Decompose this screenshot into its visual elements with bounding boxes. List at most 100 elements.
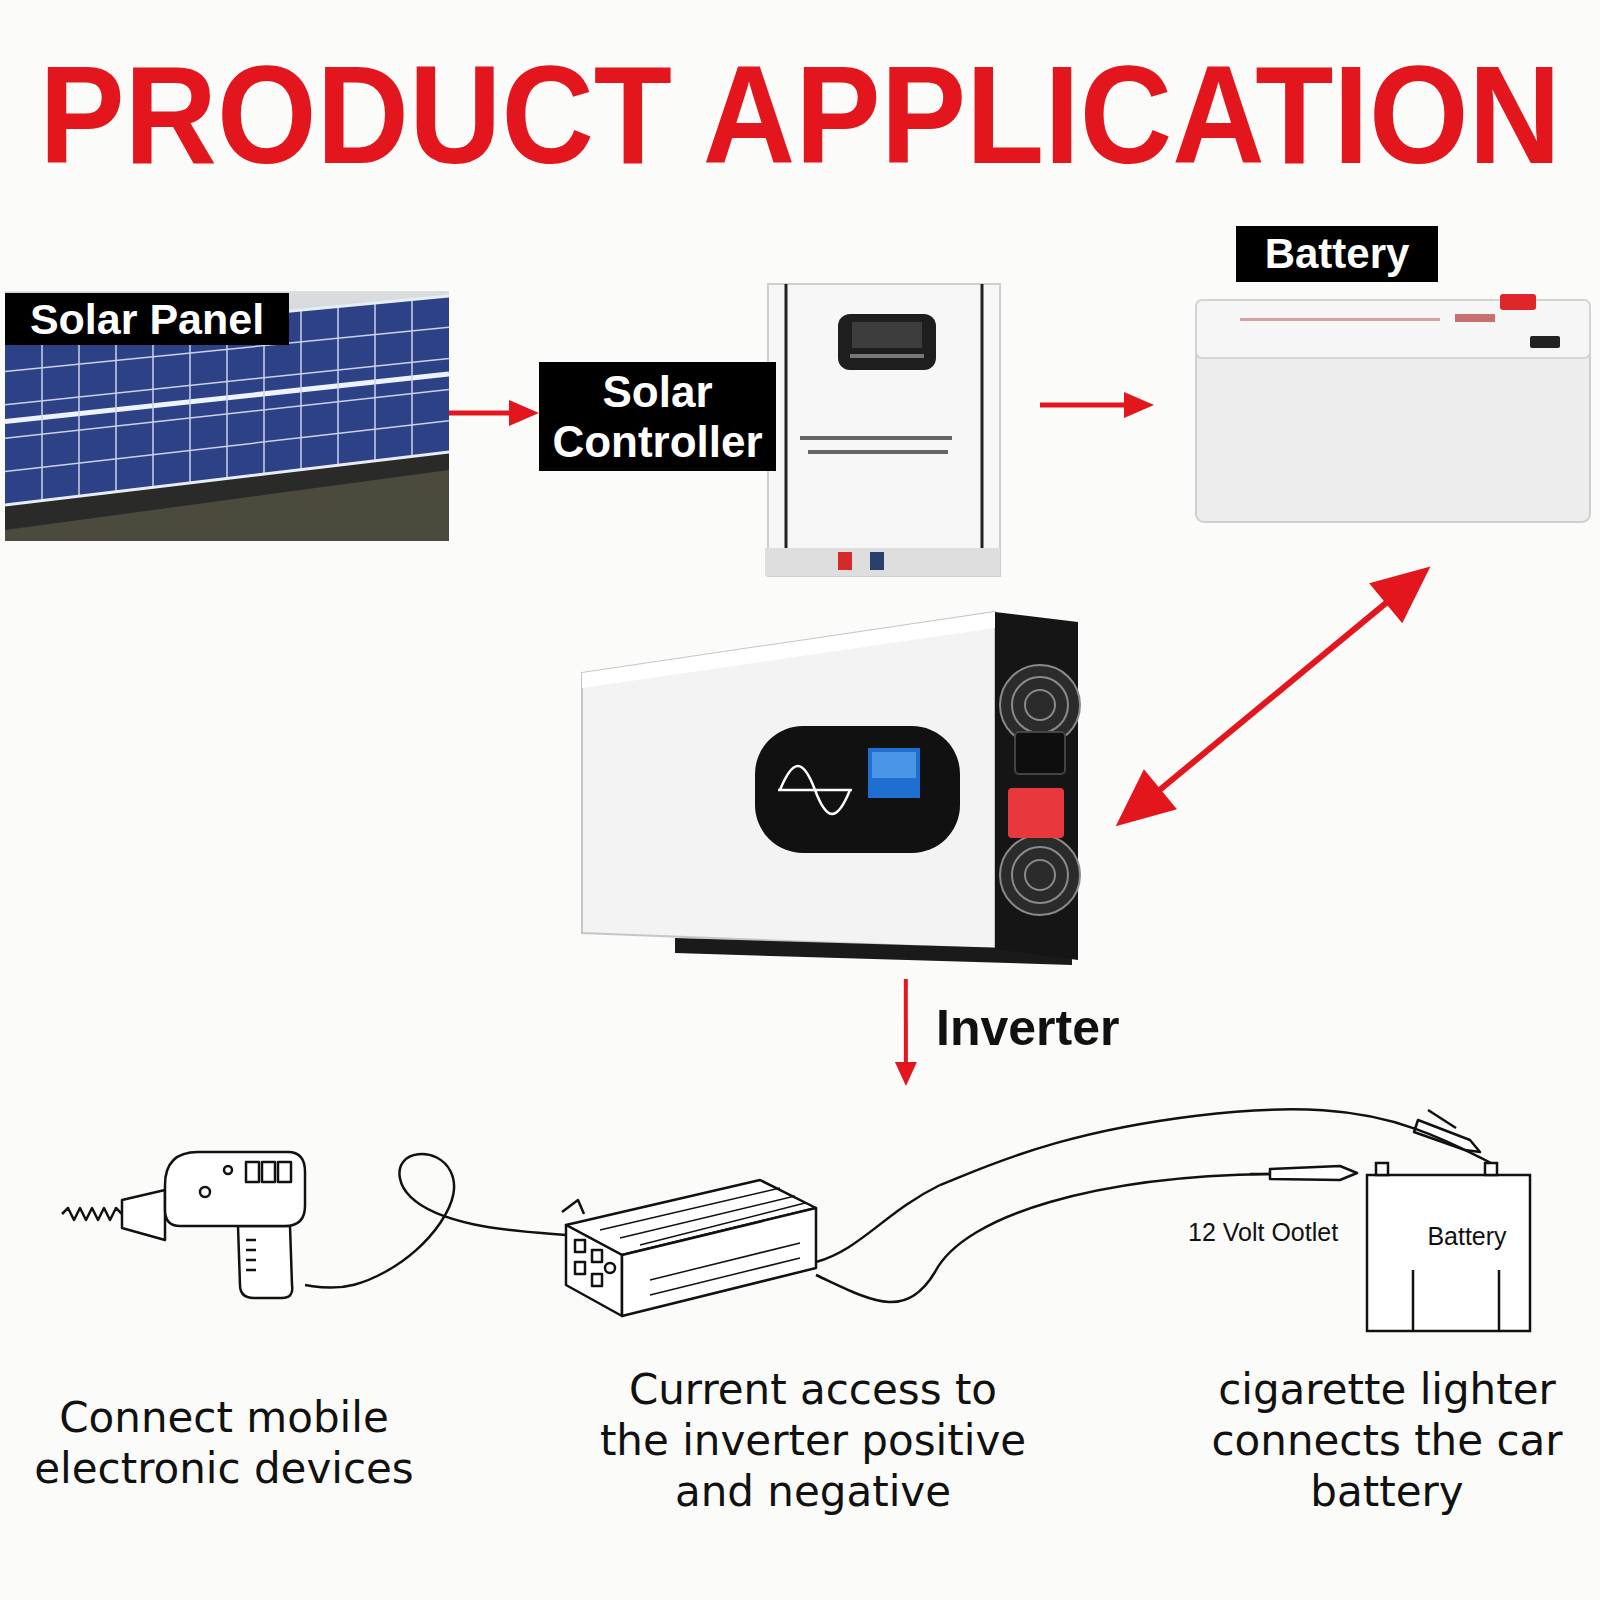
drill-drawing-part: [246, 1240, 256, 1270]
charge-controller-photo: [765, 284, 1000, 576]
small-inverter-drawing-part: [575, 1240, 585, 1252]
inverter-photo-part: [868, 748, 920, 798]
small-inverter-node: Current access to the inverter positive …: [566, 1100, 940, 1316]
inverter-photo-part: [778, 766, 852, 814]
flow-arrow-line: [1040, 402, 1130, 407]
charge-controller-photo-part: [800, 436, 952, 440]
solar-panel-node: Solar Panel: [5, 291, 449, 541]
car-battery-node: Batterycigarette lighter connects the ca…: [1365, 1163, 1530, 1331]
cable-drawing-part: [816, 1185, 940, 1262]
inverter-photo-part: [1025, 690, 1055, 720]
drill-drawing-part: [224, 1166, 232, 1174]
battery-photo-part: [1196, 300, 1590, 522]
flow-arrow: [1116, 566, 1431, 826]
solar-controller-node: Solar Controller: [539, 284, 1000, 576]
charge-controller-photo-part: [852, 322, 922, 348]
flow-arrow-line: [904, 979, 908, 1067]
node-label: Solar Controller: [539, 362, 776, 471]
battery-cable: [940, 1109, 1491, 1185]
charge-controller-photo-part: [981, 284, 984, 548]
clip-drawing: [1250, 1110, 1480, 1180]
small-inverter-drawing-part: [575, 1262, 585, 1274]
clip-drawing-part: [1270, 1166, 1357, 1180]
charge-controller-photo-part: [765, 548, 1000, 576]
drill-drawing-part: [246, 1162, 259, 1182]
charge-controller-photo-part: [785, 284, 788, 548]
flow-arrow-line: [1151, 596, 1394, 797]
small-inverter-drawing-part: [562, 1200, 584, 1214]
flow-arrow: [1040, 392, 1154, 418]
arrow-head: [1124, 392, 1154, 418]
drill-drawing: [62, 1152, 305, 1298]
charge-controller-photo-part: [768, 284, 1000, 576]
small-inverter-drawing-part: [592, 1274, 602, 1286]
car-battery-drawing: [1367, 1163, 1530, 1331]
arrow-head: [1369, 566, 1430, 623]
arrow-head: [1116, 769, 1177, 826]
inverter-photo-part: [755, 726, 960, 853]
caption-text: Current access to the inverter positive …: [594, 1364, 1033, 1517]
battery-photo-part: [1240, 318, 1440, 321]
flow-arrow: [449, 400, 539, 426]
small-inverter-drawing-part: [605, 1263, 615, 1273]
car-battery-drawing-part: [1485, 1163, 1497, 1175]
charge-controller-photo-part: [838, 314, 936, 370]
battery-photo-part: [1500, 294, 1536, 310]
clip-drawing-part: [1250, 1173, 1270, 1176]
inverter-photo-part: [1012, 847, 1068, 903]
inverter-photo-part: [1025, 860, 1055, 890]
page-title: PRODUCT APPLICATION: [0, 46, 1600, 184]
caption-text: Connect mobile electronic devices: [24, 1392, 424, 1494]
drill-drawing-part: [278, 1162, 291, 1182]
battery-text: Battery: [1417, 1223, 1517, 1249]
drill-drawing-part: [62, 1208, 122, 1220]
node-label: Inverter: [936, 1000, 1119, 1056]
node-label: Battery: [1236, 226, 1438, 282]
charge-controller-photo-part: [808, 450, 948, 454]
inverter-node: Inverter: [576, 612, 1081, 964]
power-cable-line: [305, 1154, 566, 1288]
clip-drawing-part: [1428, 1110, 1456, 1128]
small-inverter-drawing-part: [600, 1188, 805, 1295]
power-cable: [305, 1154, 566, 1288]
inverter-photo: [582, 612, 1080, 965]
battery-cable-line: [940, 1109, 1491, 1185]
battery-photo: [1196, 294, 1590, 522]
car-battery-drawing-part: [1367, 1175, 1530, 1331]
flow-arrow: [895, 979, 917, 1086]
small-inverter-drawing: [562, 1180, 816, 1316]
battery-photo-part: [1455, 314, 1495, 322]
mobile-device-node: Connect mobile electronic devices: [60, 1150, 305, 1300]
inverter-photo-part: [1000, 835, 1080, 915]
clip-drawing-part: [1414, 1120, 1480, 1152]
drill-drawing-part: [238, 1226, 292, 1298]
drill-drawing-part: [262, 1162, 275, 1182]
small-inverter-drawing-part: [592, 1250, 602, 1262]
charge-controller-photo-part: [838, 552, 852, 570]
drill-drawing-part: [200, 1187, 210, 1197]
inverter-photo-part: [1012, 677, 1068, 733]
drill-drawing-part: [165, 1152, 305, 1226]
arrow-head: [895, 1062, 917, 1086]
battery-photo-part: [1530, 336, 1560, 348]
car-battery-drawing-part: [1376, 1163, 1388, 1175]
inverter-photo-part: [1008, 788, 1064, 838]
small-inverter-drawing-part: [566, 1225, 622, 1316]
battery-node: Battery: [1194, 226, 1592, 525]
charge-controller-photo-part: [870, 552, 884, 570]
solar-panel-photo: [5, 291, 449, 541]
drill-drawing-part: [122, 1190, 165, 1240]
node-label: Solar Panel: [5, 293, 289, 345]
caption-text: cigarette lighter connects the car batte…: [1192, 1364, 1583, 1517]
inverter-photo-part: [582, 612, 995, 688]
outlet-label: 12 Volt Ootlet: [1188, 1218, 1338, 1246]
arrow-head: [509, 400, 539, 426]
inverter-photo-part: [1015, 732, 1065, 774]
solar-panel-photo-part: [5, 291, 449, 541]
inverter-photo-part: [582, 612, 995, 949]
flow-arrow-line: [449, 411, 515, 416]
car-battery-drawing-part: [1413, 1270, 1499, 1331]
inverter-photo-part: [872, 752, 916, 778]
charge-controller-photo-part: [850, 354, 924, 358]
